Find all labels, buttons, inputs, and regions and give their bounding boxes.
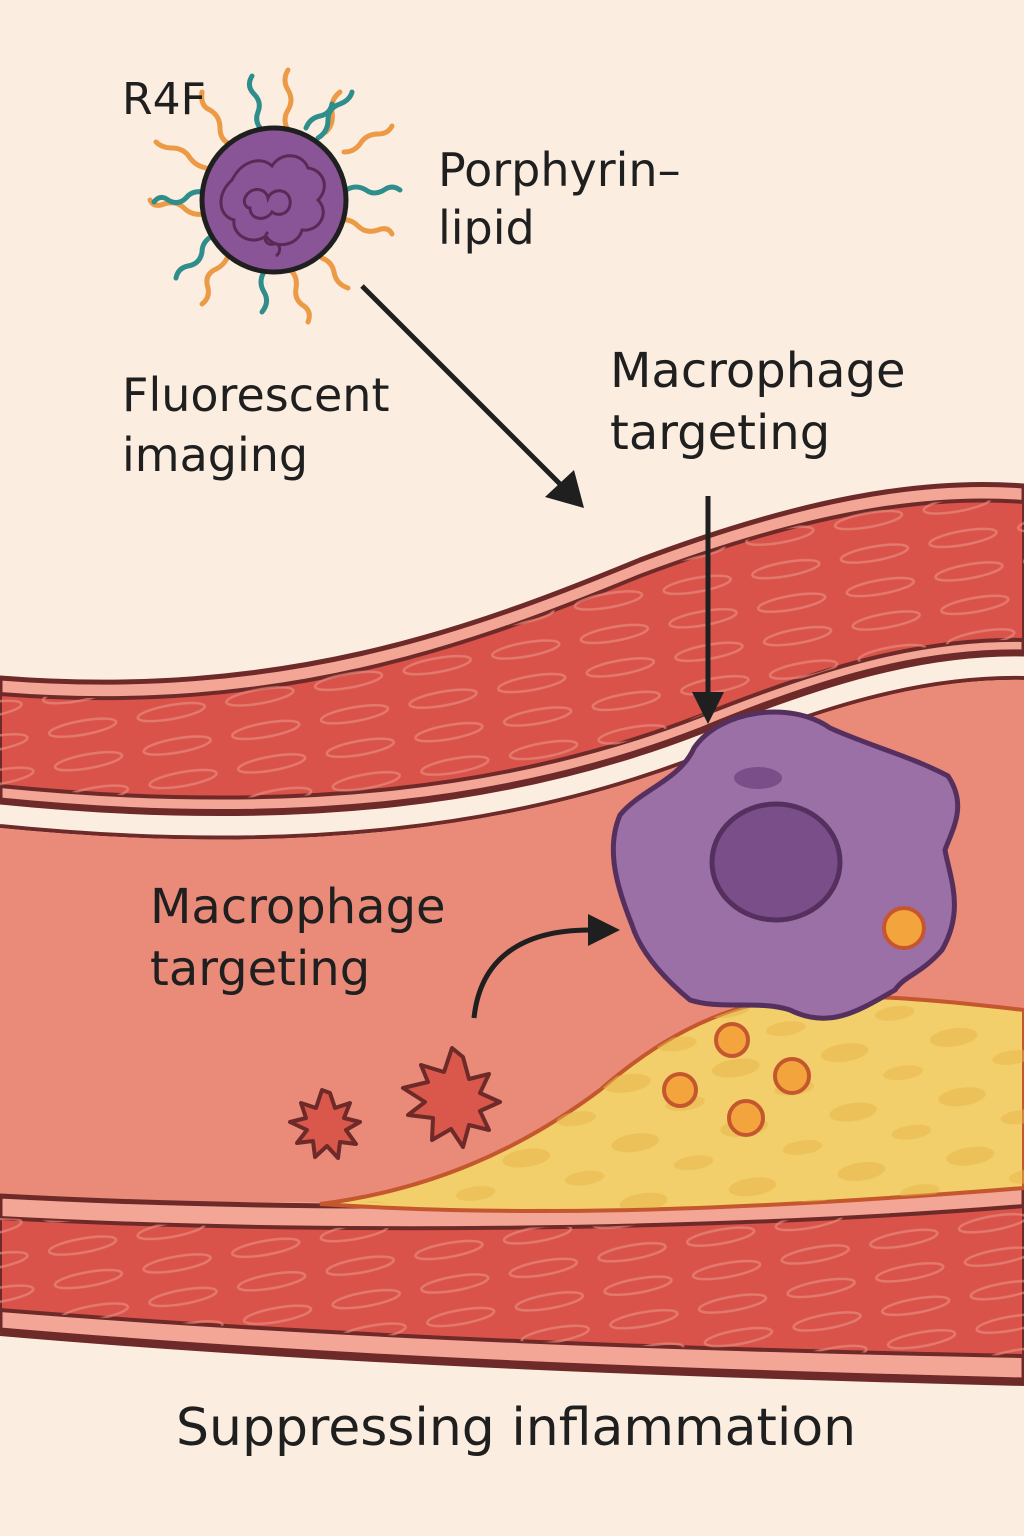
lipid-droplet	[727, 1099, 765, 1137]
macrophage-targeting-middle-line-1: Macrophage	[150, 879, 446, 935]
cytokine-small	[288, 1088, 362, 1160]
upper-vessel-wall	[0, 481, 1024, 840]
r4f-label: R4F	[122, 74, 206, 125]
arrow-cytokine-to-macrophage	[471, 914, 620, 1019]
macrophage-cell	[610, 709, 961, 1021]
plaque	[319, 993, 1024, 1214]
macrophage-nucleus	[709, 801, 843, 923]
macrophage-targeting-middle-line-2: targeting	[150, 941, 371, 998]
fluorescent-imaging-line-1: Fluorescent	[122, 368, 390, 422]
r4f-nanoparticle	[147, 67, 403, 325]
suppressing-inflammation-caption: Suppressing inflammation	[176, 1398, 857, 1458]
porphyrin-lipid-line-2: lipid	[438, 200, 535, 255]
macrophage-targeting-top-line-1: Macrophage	[610, 343, 906, 399]
macrophage-targeting-top-line-2: targeting	[610, 405, 831, 462]
porphyrin-lipid-label: Porphyrin– lipid	[438, 142, 681, 257]
lipid-droplet	[773, 1057, 811, 1095]
fluorescent-imaging-label: Fluorescent imaging	[122, 366, 390, 486]
lipid-droplet	[714, 1022, 750, 1058]
macrophage-targeting-label-middle: Macrophage targeting	[150, 876, 446, 1001]
lower-vessel-wall	[0, 1181, 1024, 1386]
arrow-nanoparticle-to-vessel	[360, 284, 584, 508]
lipid-droplet	[662, 1072, 698, 1108]
porphyrin-lipid-line-1: Porphyrin–	[438, 143, 681, 197]
cytokine-large	[401, 1046, 502, 1149]
engulfed-particle	[882, 906, 926, 950]
arrow-label-to-macrophage	[692, 496, 724, 724]
macrophage-targeting-label-top: Macrophage targeting	[610, 340, 906, 465]
fluorescent-imaging-line-2: imaging	[122, 427, 309, 482]
